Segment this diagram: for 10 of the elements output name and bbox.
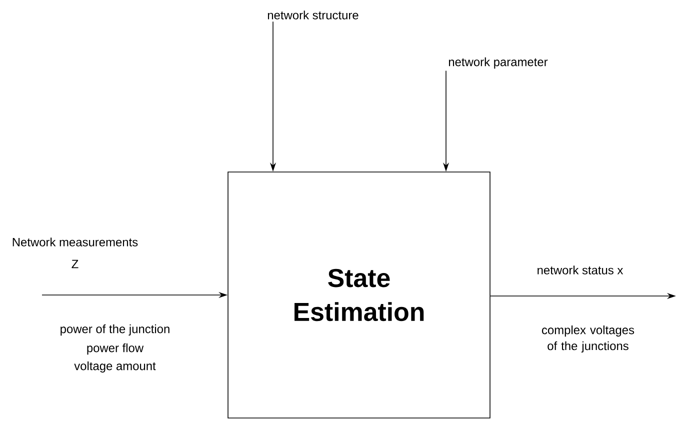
- signal-label: Z: [72, 260, 78, 268]
- input-label: network parameter: [448, 57, 548, 69]
- signal-label: power of the junction: [60, 324, 170, 336]
- signal-label: voltage amount: [74, 361, 156, 373]
- input-label: network structure: [268, 10, 358, 20]
- signal-label: complex voltages of the junctions: [542, 325, 634, 353]
- signal-label: Network measurements: [12, 238, 138, 246]
- signal-label: power flow: [87, 343, 144, 355]
- process-box: State Estimation: [228, 172, 490, 418]
- signal-label: network status x: [538, 266, 624, 274]
